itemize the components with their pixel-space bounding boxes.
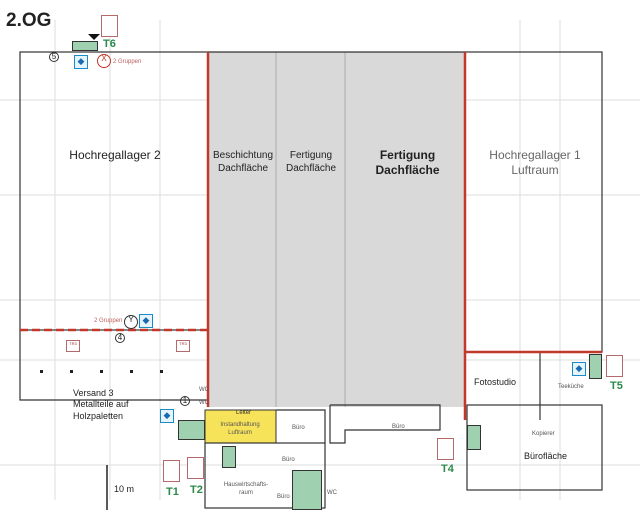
stair-t1-t2 bbox=[178, 420, 205, 440]
stair-label-t4: T4 bbox=[441, 463, 454, 475]
sign-tr3: TR3 bbox=[176, 340, 190, 352]
room-bueroflaeche: Bürofläche bbox=[524, 451, 568, 461]
room-leiter: Leiter bbox=[236, 410, 252, 416]
room-teekueche: Teeküche bbox=[558, 384, 584, 390]
room-wc: WC bbox=[199, 387, 209, 393]
stair-label-t5: T5 bbox=[610, 380, 623, 392]
room-label: Instandhaltung bbox=[220, 422, 260, 428]
exit-sign-icon bbox=[187, 457, 204, 479]
room-label: Dachfläche bbox=[285, 162, 337, 174]
room-label: Hauswirtschafts- bbox=[223, 482, 269, 488]
floor-title: 2.OG bbox=[6, 10, 52, 31]
exit-sign-icon bbox=[606, 355, 623, 377]
stair-t4 bbox=[467, 425, 481, 450]
room-label: Metallteile auf bbox=[73, 399, 129, 410]
fire-extinguisher-icon[interactable]: ◆ bbox=[572, 362, 586, 376]
scale-label: 10 m bbox=[114, 484, 135, 494]
fire-extinguisher-icon[interactable]: ◆ bbox=[160, 409, 174, 423]
room-label: Dachfläche bbox=[217, 162, 269, 174]
room-label: Luftraum bbox=[228, 429, 252, 436]
sign-text: TR3 bbox=[179, 341, 187, 346]
room-wc: WC bbox=[199, 400, 209, 406]
fire-extinguisher-icon[interactable]: ◆ bbox=[139, 314, 153, 328]
stair-t3 bbox=[222, 446, 236, 468]
room-buero: Büro bbox=[292, 425, 305, 431]
stair-label-t1: T1 bbox=[166, 486, 179, 498]
room-label: Fertigung bbox=[379, 148, 436, 162]
room-label: Versand 3 bbox=[73, 388, 114, 398]
room-hochregallager-2: Hochregallager 2 bbox=[69, 148, 161, 162]
room-kopierer: Kopierer bbox=[532, 431, 555, 437]
room-label: Hochregallager 1 bbox=[489, 148, 581, 162]
sign-text: TR3 bbox=[69, 341, 77, 346]
groups-label: 2 Gruppen bbox=[113, 59, 142, 65]
stair-t6 bbox=[72, 41, 98, 51]
room-buero: Büro bbox=[392, 424, 405, 430]
exit-sign-icon bbox=[163, 460, 180, 482]
exit-sign-icon bbox=[101, 15, 118, 37]
room-label: Luftraum bbox=[511, 163, 559, 177]
sign-tr3: TR3 bbox=[66, 340, 80, 352]
marker-5: 5 bbox=[49, 52, 59, 62]
marker-1: 1 bbox=[180, 396, 190, 406]
room-hauswirtschaft: Hauswirtschafts-raum bbox=[220, 482, 272, 497]
stair-label-t6: T6 bbox=[103, 38, 116, 50]
room-wc: WC bbox=[327, 490, 337, 496]
marker-4: 4 bbox=[115, 333, 125, 343]
room-label: raum bbox=[239, 489, 253, 496]
groups-label: 2 Gruppen bbox=[94, 318, 123, 324]
room-fotostudio: Fotostudio bbox=[474, 377, 517, 387]
stair-label-t2: T2 bbox=[190, 484, 203, 496]
sprinkler-group-icon: X bbox=[97, 54, 111, 68]
room-label: Beschichtung bbox=[212, 150, 274, 161]
room-buero: Büro bbox=[282, 457, 295, 463]
room-buero: Büro bbox=[277, 494, 290, 500]
room-label: Fertigung bbox=[289, 150, 333, 161]
sprinkler-group-icon: Y bbox=[124, 315, 138, 329]
room-label: Dachfläche bbox=[375, 163, 440, 177]
room-label: Holzpaletten bbox=[73, 410, 124, 421]
exit-sign-icon bbox=[437, 438, 454, 460]
stair-main bbox=[292, 470, 322, 510]
fire-extinguisher-icon[interactable]: ◆ bbox=[74, 55, 88, 69]
stair-t5 bbox=[589, 354, 602, 379]
